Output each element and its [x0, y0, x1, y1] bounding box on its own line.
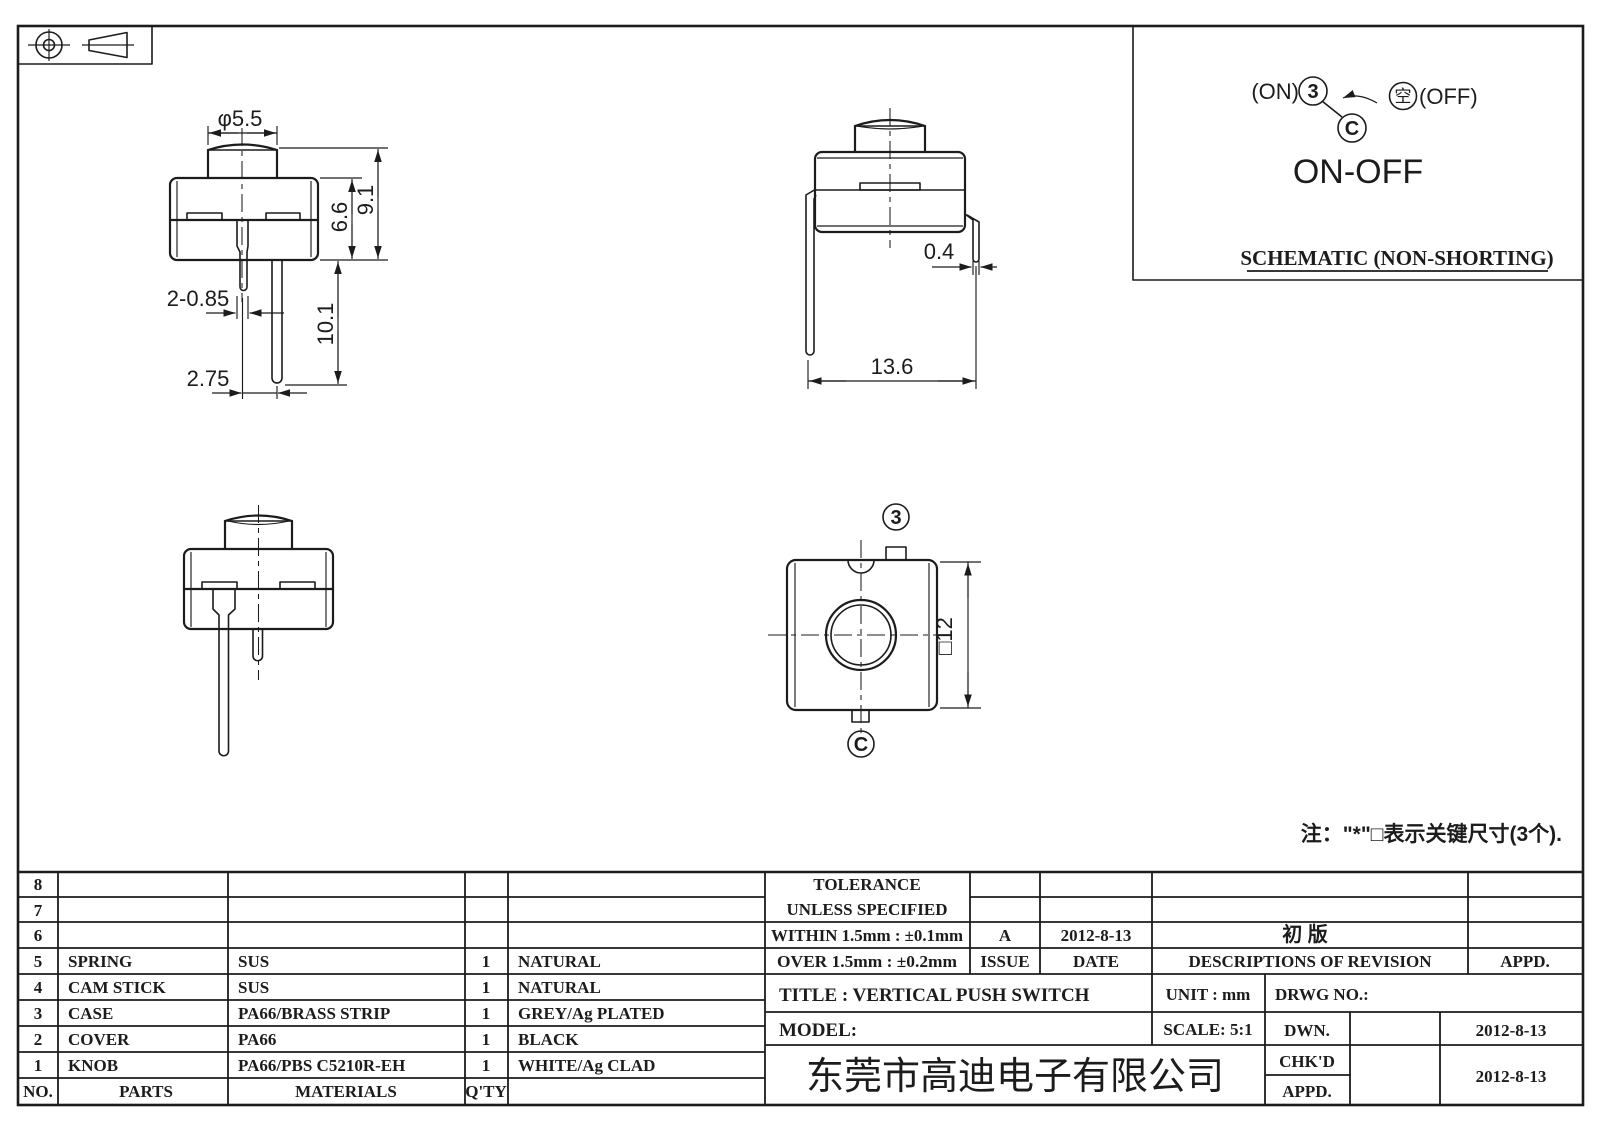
row-part: COVER — [68, 1030, 130, 1049]
revision-block: A 2012-8-13 初 版 ISSUE DATE DESCRIPTIONS … — [980, 922, 1549, 971]
title-model-block: TITLE : VERTICAL PUSH SWITCH UNIT : mm D… — [779, 985, 1546, 1101]
tolerance-over: OVER 1.5mm : ±0.2mm — [777, 952, 957, 971]
row-no: 4 — [34, 978, 43, 997]
row-part: CAM STICK — [68, 978, 167, 997]
model-label: MODEL: — [779, 1020, 857, 1041]
parts-table: 8 7 6 5 SPRING SUS 1 NATURAL 4 CAM STICK… — [23, 875, 664, 1101]
schematic-off-label: (OFF) — [1419, 84, 1478, 109]
row-part: KNOB — [68, 1056, 118, 1075]
row-material: SUS — [238, 952, 269, 971]
row-finish: NATURAL — [518, 952, 601, 971]
row-material: SUS — [238, 978, 269, 997]
row-finish: WHITE/Ag CLAD — [518, 1056, 655, 1075]
appd-label: APPD. — [1282, 1082, 1332, 1101]
rotation-arrow-icon — [1342, 90, 1378, 104]
row-no: 2 — [34, 1030, 43, 1049]
key-dimension-note: 注："*"□表示关键尺寸(3个). — [1301, 822, 1562, 846]
row-material: PA66/BRASS STRIP — [238, 1004, 390, 1023]
revision-description-value: 初 版 — [1282, 922, 1328, 946]
chkd-date: 2012-8-13 — [1476, 1067, 1547, 1086]
row-material: PA66 — [238, 1030, 276, 1049]
revision-date-value: 2012-8-13 — [1061, 926, 1132, 945]
row-part: CASE — [68, 1004, 113, 1023]
descriptions-header: DESCRIPTIONS OF REVISION — [1188, 952, 1432, 971]
issue-header: ISSUE — [980, 952, 1029, 971]
side-view: 0.4 13.6 — [805, 108, 997, 389]
terminal-c-label: C — [854, 734, 868, 756]
title-block-lines — [18, 870, 1583, 1105]
row-finish: NATURAL — [518, 978, 601, 997]
schematic-box: (ON) 3 C 空 (OFF) ON-OFF SCHEMATIC (NON-S… — [1132, 25, 1584, 281]
revision-issue-value: A — [999, 926, 1012, 945]
row-finish: BLACK — [518, 1030, 579, 1049]
projection-symbol — [17, 25, 153, 65]
row-qty: 1 — [482, 978, 491, 997]
date-header: DATE — [1073, 952, 1119, 971]
col-header-materials: MATERIALS — [295, 1082, 397, 1101]
unit-label: UNIT : mm — [1166, 985, 1251, 1004]
dim-lead-thickness: 0.4 — [924, 239, 955, 264]
col-header-parts: PARTS — [119, 1082, 173, 1101]
front-view: φ5.5 6.6 9.1 2-0.85 2.75 10.1 — [167, 106, 388, 399]
schematic-terminal-c: C — [1345, 118, 1359, 140]
schematic-function: ON-OFF — [1293, 153, 1423, 191]
tolerance-within: WITHIN 1.5mm : ±0.1mm — [771, 926, 963, 945]
tolerance-block: TOLERANCE UNLESS SPECIFIED WITHIN 1.5mm … — [771, 875, 963, 971]
row-part: SPRING — [68, 952, 132, 971]
row-material: PA66/PBS C5210R-EH — [238, 1056, 405, 1075]
row-no: 3 — [34, 1004, 43, 1023]
terminal-3-label: 3 — [890, 507, 901, 529]
sheet-border — [16, 24, 1585, 1107]
dim-body-height: 6.6 — [327, 202, 352, 233]
row-qty: 1 — [482, 1004, 491, 1023]
schematic-on-label: (ON) — [1251, 79, 1299, 104]
dwn-label: DWN. — [1284, 1021, 1330, 1040]
col-header-no: NO. — [23, 1082, 53, 1101]
appd-header: APPD. — [1500, 952, 1550, 971]
company-name: 东莞市高迪电子有限公司 — [806, 1056, 1224, 1098]
dim-pin-width: 2-0.85 — [167, 286, 229, 311]
row-qty: 1 — [482, 952, 491, 971]
tolerance-subtitle: UNLESS SPECIFIED — [786, 900, 947, 919]
dim-lead-length: 10.1 — [313, 303, 338, 346]
dim-total-height: 9.1 — [353, 185, 378, 216]
dim-lead-span: 13.6 — [871, 354, 914, 379]
top-view: 3 C □12 — [768, 503, 981, 758]
row-finish: GREY/Ag PLATED — [518, 1004, 665, 1023]
dim-square-size: □12 — [932, 617, 957, 655]
row-no: 8 — [34, 875, 43, 894]
drawing-title: TITLE : VERTICAL PUSH SWITCH — [779, 985, 1090, 1006]
row-qty: 1 — [482, 1056, 491, 1075]
drwg-no-label: DRWG NO.: — [1275, 985, 1369, 1004]
row-no: 7 — [34, 901, 43, 920]
scale-label: SCALE: 5:1 — [1163, 1020, 1252, 1039]
chkd-label: CHK'D — [1279, 1052, 1335, 1071]
tolerance-title: TOLERANCE — [813, 875, 920, 894]
schematic-empty-terminal: 空 — [1395, 87, 1412, 106]
row-no: 5 — [34, 952, 43, 971]
row-no: 6 — [34, 926, 43, 945]
row-no: 1 — [34, 1056, 43, 1075]
row-qty: 1 — [482, 1030, 491, 1049]
dim-pin-pitch: 2.75 — [187, 366, 230, 391]
dim-diameter: φ5.5 — [218, 106, 263, 131]
schematic-caption: SCHEMATIC (NON-SHORTING) — [1240, 246, 1553, 270]
dwn-date: 2012-8-13 — [1476, 1021, 1547, 1040]
schematic-terminal-3: 3 — [1307, 81, 1318, 103]
col-header-qty: Q'TY — [465, 1082, 507, 1101]
front-view-formed-leads — [182, 505, 335, 757]
